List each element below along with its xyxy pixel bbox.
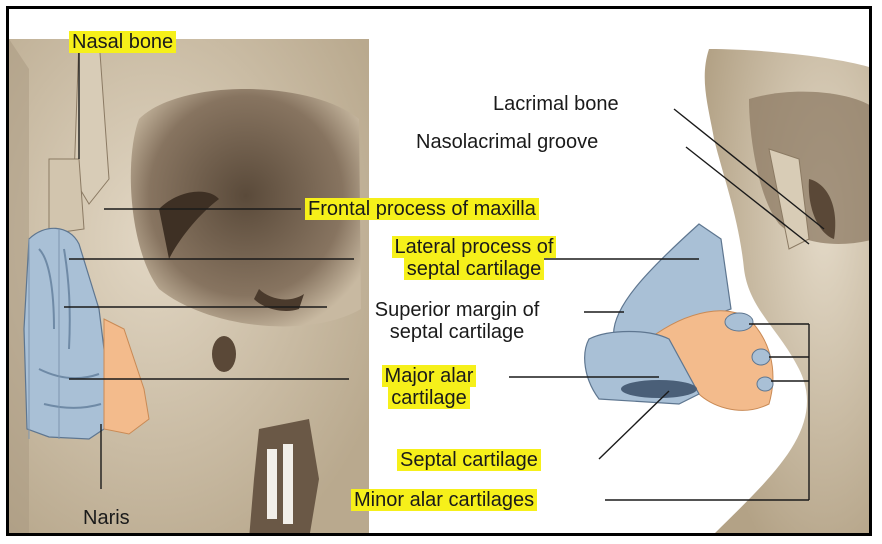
label-nasal-bone: Nasal bone [69,31,176,53]
label-septal-cartilage: Septal cartilage [397,449,541,471]
infraorbital-foramen [212,336,236,372]
label-superior-margin: Superior margin of septal cartilage [327,299,587,343]
label-lateral-process: Lateral process of septal cartilage [354,236,594,280]
right-lateral-view [585,49,872,536]
label-lacrimal-bone: Lacrimal bone [493,93,619,115]
figure-frame: Nasal bone Frontal process of maxilla La… [6,6,872,536]
label-major-alar: Major alar cartilage [349,365,509,409]
label-nasolacrimal-groove: Nasolacrimal groove [416,131,598,153]
naris-lateral [621,380,697,398]
label-minor-alar: Minor alar cartilages [351,489,537,511]
label-naris: Naris [83,507,130,529]
label-frontal-process: Frontal process of maxilla [305,198,539,220]
left-anterior-view [9,39,369,536]
